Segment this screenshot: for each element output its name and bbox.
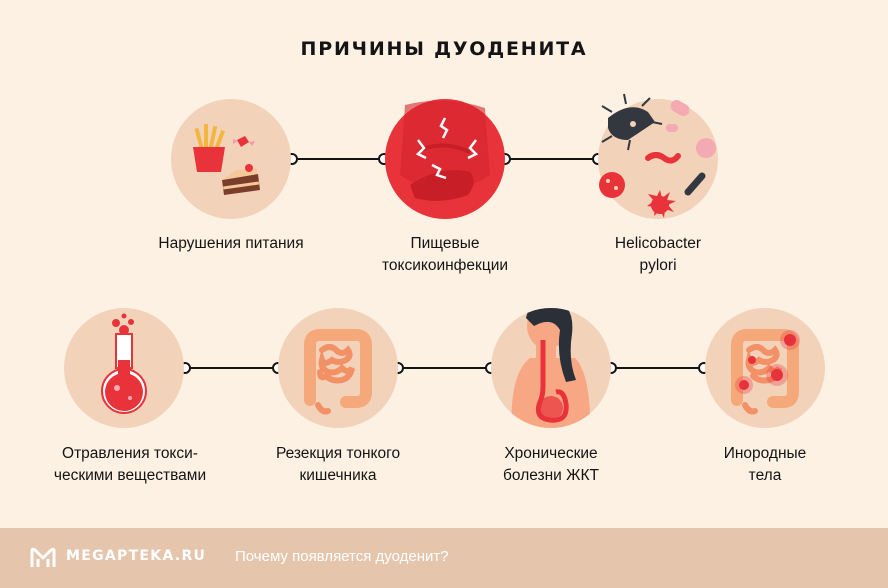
bacteria-icon (598, 93, 718, 219)
cause-label-line: pylori (639, 257, 677, 274)
inflamed-intestine-icon (705, 308, 825, 428)
connector-row2-c (605, 362, 710, 374)
cause-label-food-poisoning: Пищевые токсикоинфекции (335, 233, 555, 277)
page-title: ПРИЧИНЫ ДУОДЕНИТА (300, 38, 588, 60)
cause-label-line: Хронические (504, 445, 598, 462)
brand-name[interactable]: MEGAPTEKA.RU (66, 548, 207, 564)
connector-row1-b (499, 153, 604, 165)
cause-label-line: токсикоинфекции (381, 257, 509, 274)
cause-label-foreign-bodies: Инородные тела (655, 443, 875, 487)
cause-label-line: тела (748, 467, 782, 484)
cause-label-line: Отравления токси- (62, 445, 198, 462)
cause-label-line: Пищевые (410, 235, 480, 252)
connector-row2-b (392, 362, 497, 374)
causes-diagram (64, 93, 825, 428)
intestine-icon (278, 308, 398, 428)
stomach-pain-icon (385, 99, 505, 219)
poison-flask-icon (64, 308, 184, 428)
cause-label-line: Нарушения питания (158, 235, 304, 252)
cause-label-line: Резекция тонкого (275, 445, 401, 462)
cause-label-line: ческими веществами (53, 467, 207, 484)
cause-label-line: болезни ЖКТ (503, 467, 599, 484)
cause-label-line: Инородные (723, 445, 807, 462)
footer-tagline: Почему появляется дуоденит? (235, 548, 449, 565)
footer-bar: MEGAPTEKA.RU Почему появляется дуоденит? (0, 528, 888, 588)
cause-label-helicobacter: Helicobacter pylori (548, 233, 768, 277)
cause-label-line: Helicobacter (614, 235, 702, 252)
cause-label-resection: Резекция тонкого кишечника (228, 443, 448, 487)
megapteka-logo-icon (30, 547, 56, 567)
connector-row2-a (179, 362, 284, 374)
cause-label-line: кишечника (299, 467, 377, 484)
cause-label-toxic-poisoning: Отравления токси- ческими веществами (20, 443, 240, 487)
connector-row1-a (286, 153, 390, 165)
digestive-tract-icon (491, 308, 611, 428)
food-icon (171, 99, 291, 219)
cause-label-chronic-gi: Хронические болезни ЖКТ (441, 443, 661, 487)
cause-label-nutrition: Нарушения питания (121, 233, 341, 255)
